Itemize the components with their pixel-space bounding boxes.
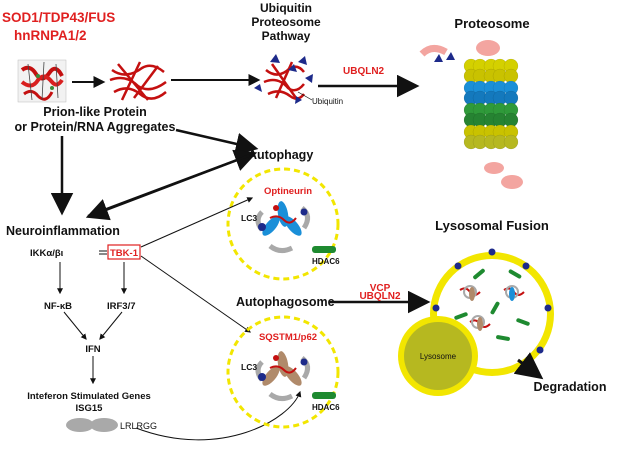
ubiquitinated-aggregate-icon <box>254 54 313 104</box>
ubqln2-top-label: UBQLN2 <box>343 66 385 77</box>
isg15-icon <box>66 418 118 432</box>
arrow-irf-to-ifn <box>99 311 123 340</box>
lysosome-icon <box>398 316 478 396</box>
vcp-label: VCP <box>370 283 391 294</box>
nfkb-label: NF-κB <box>44 301 72 312</box>
proteosome-title: Proteosome <box>454 16 529 31</box>
irf-label: IRF3/7 <box>107 301 136 312</box>
ups-title-line1: Ubiquitin <box>260 1 312 15</box>
isg-label-line1: Inteferon Stimulated Genes <box>27 391 151 402</box>
ubiquitin-pointer-line <box>297 91 313 101</box>
autophagosome-label: Autophagosome <box>236 295 335 309</box>
autophagy-label: Autophagy <box>248 148 313 162</box>
tbk1-box <box>107 244 141 260</box>
lysosome-label: Lysosome <box>420 352 457 361</box>
ifn-label: IFN <box>85 344 100 355</box>
ubiquitin-label: Ubiquitin <box>312 97 343 106</box>
lc3-bottom-label: LC3 <box>241 362 257 372</box>
arrow-nfkb-to-ifn <box>63 311 87 340</box>
hdac6-top-label: HDAC6 <box>312 257 340 266</box>
lc3-top-label: LC3 <box>241 213 257 223</box>
arrow-to-degradation <box>513 352 544 380</box>
tbk1-label: TBK-1 <box>110 248 139 259</box>
ups-title-line3: Pathway <box>262 29 311 43</box>
proteosome-icon <box>419 40 523 189</box>
arrow-autophagy-to-neuroinflammation <box>85 152 254 221</box>
proteosome-subunit <box>503 134 519 150</box>
sqstm1-autophagy-vesicle <box>226 315 340 429</box>
arrow-aggregates-to-autophagy <box>175 128 259 155</box>
sqstm1-label: SQSTM1/p62 <box>259 332 317 343</box>
aggregates-label-line2: or Protein/RNA Aggregates <box>15 120 176 134</box>
neuroinflammation-label: Neuroinflammation <box>6 224 120 238</box>
arrow-tbk1-to-sqstm1 <box>140 255 251 333</box>
fibril-aggregate-icon <box>109 61 167 101</box>
ubqln2-bottom-label: UBQLN2 <box>359 291 401 302</box>
hdac6-bottom-label: HDAC6 <box>312 403 340 412</box>
arrow-isg15-to-autophagosome <box>135 390 302 441</box>
protein-names-line2: hnRNPA1/2 <box>14 28 87 43</box>
ikk-label: IKKα/βι <box>30 248 64 259</box>
ups-title-line2: Proteosome <box>251 15 321 29</box>
lrlrgg-label: LRLRGG <box>120 421 157 431</box>
protein-names-line1: SOD1/TDP43/FUS <box>2 10 115 25</box>
degradation-label: Degradation <box>534 380 607 394</box>
protein-structure-icon <box>17 59 67 103</box>
optineurin-autophagy-vesicle <box>226 167 340 281</box>
lysosomal-fusion-title: Lysosomal Fusion <box>435 218 549 233</box>
isg-label-line2: ISG15 <box>76 403 104 414</box>
arrow-tbk1-to-optineurin <box>140 197 254 248</box>
optineurin-label: Optineurin <box>264 186 312 197</box>
aggregates-label-line1: Prion-like Protein <box>43 105 147 119</box>
